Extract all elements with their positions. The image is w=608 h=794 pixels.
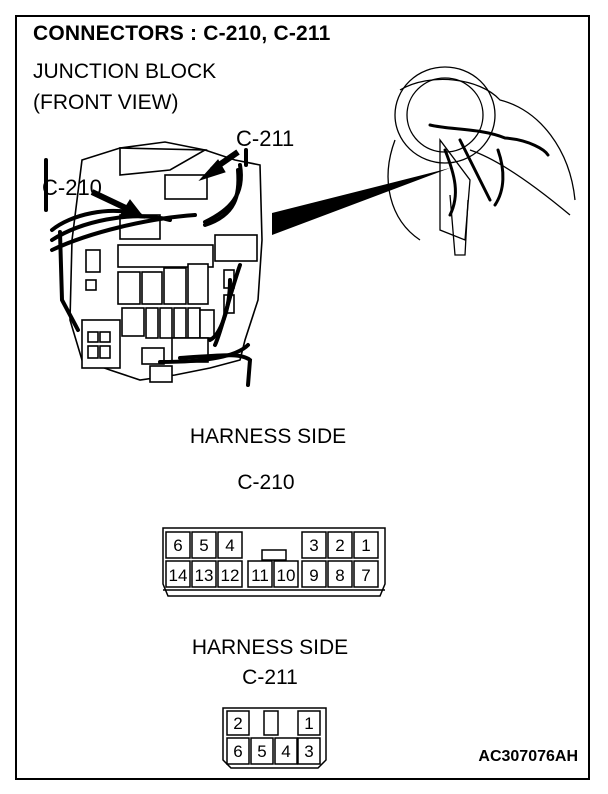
c210-harness-side-heading: HARNESS SIDE [189, 425, 347, 448]
c210-pin: 14 [169, 566, 188, 585]
c210-pin: 3 [309, 536, 318, 555]
arrow-head-c210 [119, 199, 146, 219]
view-label-line2: (FRONT VIEW) [33, 91, 179, 114]
callout-label-c211: C-211 [236, 126, 295, 151]
view-label-line1: JUNCTION BLOCK [33, 60, 217, 83]
figure-code: AC307076AH [478, 748, 578, 765]
c211-connector-name: C-211 [242, 666, 298, 689]
callout-arrows [90, 149, 240, 219]
c211-harness-side-heading: HARNESS SIDE [191, 636, 349, 659]
c211-pin: 2 [233, 714, 242, 733]
c210-pin: 9 [309, 566, 318, 585]
diagram-frame [15, 15, 590, 780]
c210-pin: 1 [361, 536, 370, 555]
vehicle-harness [428, 123, 550, 217]
c210-pin: 2 [335, 536, 344, 555]
arrow-head-c211 [198, 159, 226, 182]
c211-pin: 6 [233, 742, 242, 761]
c210-pin: 8 [335, 566, 344, 585]
c211-pin: 3 [304, 742, 313, 761]
location-pointer [272, 168, 450, 235]
diagram-title: CONNECTORS : C-210, C-211 [33, 22, 331, 45]
c211-pin: 1 [304, 714, 313, 733]
c210-pin: 5 [199, 536, 208, 555]
c211-pin: 5 [257, 742, 266, 761]
c210-pin: 6 [173, 536, 182, 555]
callout-label-c210: C-210 [42, 175, 102, 200]
c211-pin: 4 [281, 742, 290, 761]
c210-connector-name: C-210 [237, 471, 295, 494]
c210-pin: 12 [221, 566, 240, 585]
c210-pin: 7 [361, 566, 370, 585]
c210-pin: 4 [225, 536, 234, 555]
c210-pin: 11 [251, 566, 269, 585]
c210-pin: 10 [277, 566, 296, 585]
c210-pin: 13 [195, 566, 214, 585]
